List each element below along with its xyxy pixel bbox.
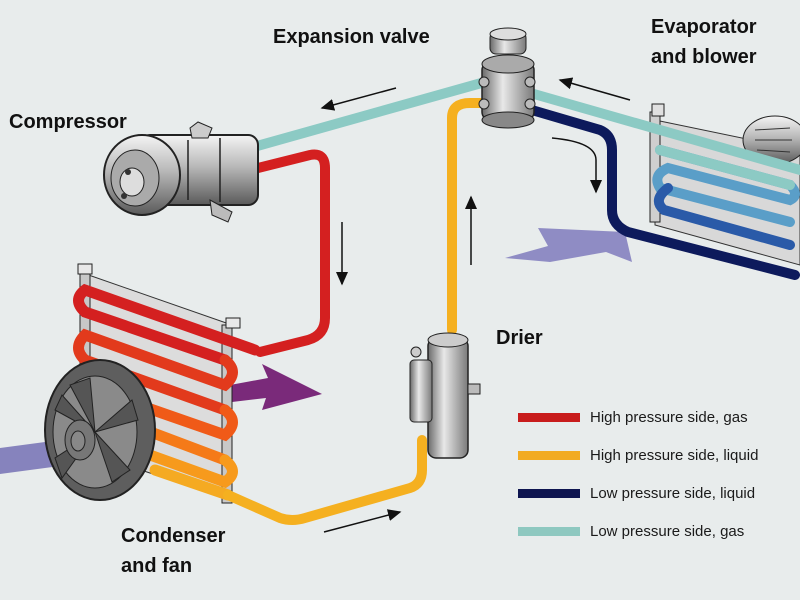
legend-item-high-pressure-liquid: High pressure side, liquid — [518, 436, 758, 474]
legend: High pressure side, gas High pressure si… — [518, 398, 758, 550]
expansion-valve — [478, 27, 536, 129]
airflow-arrow-condenser-exhaust — [230, 364, 322, 410]
evaporator-coil-upper — [652, 145, 800, 227]
flow-arrow-to-evaporator — [551, 137, 602, 194]
legend-label: High pressure side, gas — [590, 408, 748, 426]
evaporator-coil-top — [655, 145, 795, 190]
legend-item-high-pressure-gas: High pressure side, gas — [518, 398, 758, 436]
drier — [409, 332, 481, 459]
label-drier: Drier — [496, 327, 543, 349]
label-condenser-and-fan: and fan — [121, 555, 193, 577]
flow-arrow-from-evaporator — [558, 77, 631, 101]
evaporator-coil-mid — [653, 183, 795, 250]
legend-item-low-pressure-gas: Low pressure side, gas — [518, 512, 758, 550]
label-compressor: Compressor — [9, 111, 127, 133]
legend-swatch — [518, 526, 580, 536]
high-pressure-liquid-line — [223, 435, 427, 525]
low-pressure-liquid-line — [520, 103, 800, 280]
low-pressure-gas-line-to-compressor — [245, 77, 490, 153]
legend-swatch — [518, 412, 580, 422]
label-evaporator-and-blower: and blower — [651, 46, 757, 68]
label-expansion-valve: Expansion valve — [273, 26, 430, 48]
airflow-arrow-evaporator — [505, 228, 632, 262]
high-pressure-gas-line — [253, 149, 330, 357]
compressor — [103, 121, 259, 223]
condenser-coils — [73, 283, 261, 501]
legend-swatch — [518, 488, 580, 498]
legend-item-low-pressure-liquid: Low pressure side, liquid — [518, 474, 758, 512]
legend-swatch — [518, 450, 580, 460]
label-condenser: Condenser — [121, 525, 226, 547]
flow-arrow-to-drier — [323, 509, 402, 533]
legend-label: Low pressure side, liquid — [590, 484, 756, 502]
legend-label: Low pressure side, gas — [590, 522, 745, 540]
high-pressure-liquid-line-to-valve — [447, 98, 490, 335]
condenser-fan — [44, 359, 156, 501]
legend-label: High pressure side, liquid — [590, 446, 759, 464]
flow-arrow-to-compressor — [320, 87, 397, 111]
label-evaporator: Evaporator — [651, 16, 757, 38]
low-pressure-gas-line — [515, 85, 800, 175]
